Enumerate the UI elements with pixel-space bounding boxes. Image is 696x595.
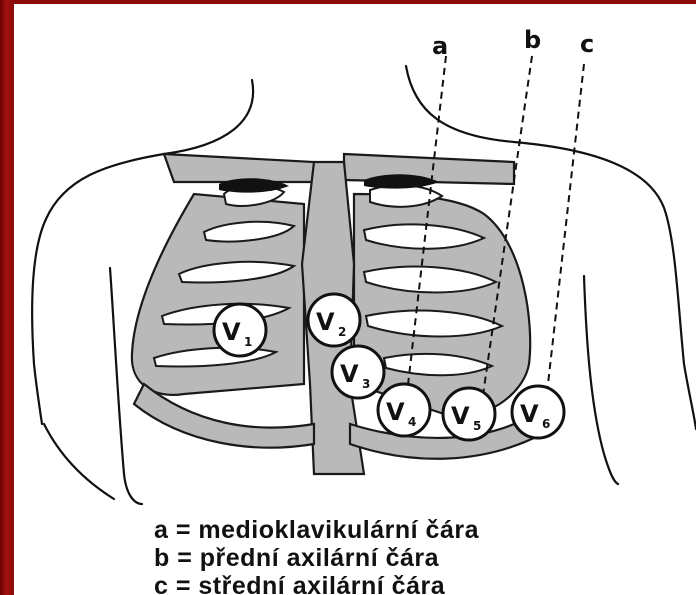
electrode-v1: V 1 — [214, 304, 266, 356]
legend-line-b: b = přední axilární čára — [154, 544, 674, 572]
line-c-mid-axillary — [546, 64, 584, 402]
right-arm-line — [584, 276, 618, 484]
svg-text:2: 2 — [338, 325, 346, 339]
legend-line-a: a = medioklavikulární čára — [154, 516, 674, 544]
svg-text:6: 6 — [542, 417, 550, 431]
left-clavicle — [164, 154, 316, 182]
electrode-v2: V 2 — [308, 294, 360, 346]
svg-text:4: 4 — [408, 415, 416, 429]
legend: a = medioklavikulární čára b = přední ax… — [154, 516, 674, 595]
svg-text:V: V — [316, 308, 335, 336]
svg-text:V: V — [222, 318, 241, 346]
left-arm-line — [110, 268, 142, 504]
label-a: a — [432, 32, 448, 60]
svg-text:V: V — [340, 360, 359, 388]
label-b: b — [524, 26, 541, 54]
svg-text:V: V — [520, 400, 539, 428]
chest-illustration: a b c V 1 V 2 V 3 V 4 V 5 — [14, 4, 696, 595]
diagram-canvas: a b c V 1 V 2 V 3 V 4 V 5 — [14, 4, 696, 595]
svg-text:1: 1 — [244, 335, 252, 349]
electrode-v6: V 6 — [512, 386, 564, 438]
electrode-v5: V 5 — [443, 388, 495, 440]
svg-text:3: 3 — [362, 377, 370, 391]
svg-text:5: 5 — [473, 419, 481, 433]
electrode-v4: V 4 — [378, 384, 430, 436]
left-torso-line — [44, 424, 114, 499]
electrode-v3: V 3 — [332, 346, 384, 398]
svg-text:V: V — [451, 402, 470, 430]
legend-line-c: c = střední axilární čára — [154, 572, 674, 595]
svg-text:V: V — [386, 398, 405, 426]
label-c: c — [580, 30, 594, 58]
